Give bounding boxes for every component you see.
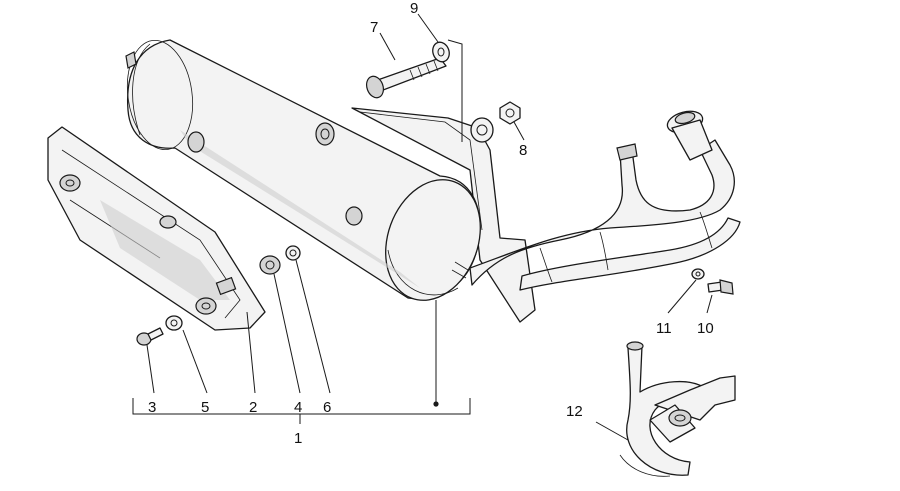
callout-12: 12 — [566, 403, 583, 420]
callout-4: 4 — [294, 399, 302, 416]
bolt-7 — [365, 57, 447, 99]
callout-9: 9 — [410, 0, 418, 17]
callout-8: 8 — [519, 142, 527, 159]
muffler-pointer-dot — [433, 401, 439, 407]
muffler-boss-center — [315, 122, 335, 146]
callout-2: 2 — [249, 399, 257, 416]
callout-11: 11 — [656, 320, 672, 337]
heat-shield — [47, 126, 266, 331]
header-pipe-inlet — [616, 143, 638, 161]
callout-5: 5 — [201, 399, 209, 416]
callout-7: 7 — [370, 19, 378, 36]
washer-11 — [691, 268, 705, 280]
callout-1: 1 — [294, 430, 302, 447]
exhaust-header-pipe — [469, 110, 741, 291]
grommet-4 — [259, 255, 281, 275]
muffler-pin — [125, 51, 137, 69]
nut-8 — [499, 101, 521, 125]
bracket-bushing — [470, 117, 494, 143]
muffler-boss-lower — [345, 206, 363, 226]
muffler-body — [125, 39, 481, 301]
bolt-3 — [136, 327, 164, 346]
callout-labels: 7 9 8 11 10 3 5 2 4 6 1 12 — [148, 0, 714, 447]
callout-6: 6 — [323, 399, 331, 416]
leader-lines — [132, 13, 713, 441]
bolt-10 — [707, 279, 734, 295]
shield-mount-hole-bottom — [195, 297, 217, 315]
washer-5 — [165, 315, 183, 331]
shield-mount-hole-top — [59, 174, 81, 192]
muffler-boss-left — [187, 131, 205, 153]
spacer-6 — [285, 245, 301, 261]
shield-mount-hole-middle — [159, 215, 177, 229]
callout-3: 3 — [148, 399, 156, 416]
washer-9 — [432, 41, 450, 63]
muffler-end-cap — [385, 179, 481, 301]
header-pipe-variant-12 — [619, 341, 736, 477]
callout-10: 10 — [697, 320, 714, 337]
